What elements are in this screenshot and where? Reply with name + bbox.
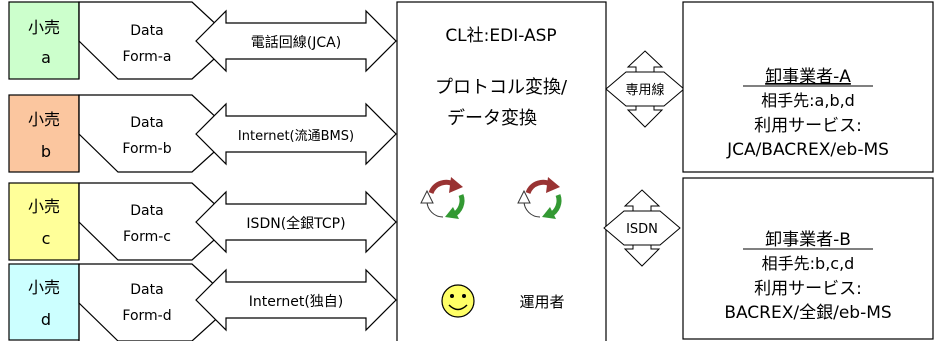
leased-line-label: 専用線 xyxy=(625,82,664,98)
wholesaler-box-b xyxy=(682,177,934,340)
retailer-id-c: c xyxy=(42,229,51,248)
retailer-box-b xyxy=(8,94,80,173)
leased-line-link: 専用線 xyxy=(605,50,685,128)
retailer-box-d xyxy=(8,263,80,341)
retailer-label-c: 小売 xyxy=(28,197,60,216)
retailer-id-a: a xyxy=(41,48,51,67)
operator-label: 運用者 xyxy=(519,293,564,311)
data-conversion-label: データ変換 xyxy=(447,108,537,129)
wholesaler-services-b: BACREX/全銀/eb-MS xyxy=(724,303,891,323)
wholesaler-name-a: 卸事業者-A xyxy=(765,67,851,87)
wholesaler-services-a: JCA/BACREX/eb-MS xyxy=(726,140,889,160)
conversion-cycle-icon xyxy=(420,177,465,220)
link-label-c: ISDN(全銀TCP) xyxy=(246,215,345,232)
data-form-line1-a: Data xyxy=(130,23,163,39)
edi-asp-title: CL社:EDI-ASP xyxy=(445,26,556,46)
retailer-box-c xyxy=(8,182,80,261)
wholesaler-box-a xyxy=(682,1,934,173)
data-form-line2-c: Form-c xyxy=(123,229,171,245)
isdn-link: ISDN xyxy=(603,189,681,267)
retailer-id-b: b xyxy=(41,142,51,161)
retailer-row-c: 小売 c Data Form-c ISDN(全銀TCP) xyxy=(8,182,397,261)
link-label-d: Internet(独自) xyxy=(249,294,344,310)
isdn-label: ISDN xyxy=(626,222,658,237)
retailer-id-d: d xyxy=(41,310,51,329)
retailer-label-d: 小売 xyxy=(28,278,60,297)
protocol-conversion-label: プロトコル変換/ xyxy=(435,77,568,98)
wholesaler-service-label-a: 利用サービス: xyxy=(754,116,862,136)
data-form-line1-d: Data xyxy=(130,282,163,298)
data-form-line1-c: Data xyxy=(130,203,163,219)
retailer-row-b: 小売 b Data Form-b Internet(流通BMS) xyxy=(8,94,397,173)
data-form-line2-a: Form-a xyxy=(123,49,172,65)
retailer-box-a xyxy=(8,1,80,80)
data-form-line1-b: Data xyxy=(130,115,163,131)
retailer-row-a: 小売 a Data Form-a 電話回線(JCA) xyxy=(8,1,397,80)
wholesaler-partners-a: 相手先:a,b,d xyxy=(761,91,855,110)
retailer-label-a: 小売 xyxy=(28,18,60,37)
data-form-line2-b: Form-b xyxy=(122,141,171,157)
retailer-row-d: 小売 d Data Form-d Internet(独自) xyxy=(8,263,397,341)
edi-asp-center: CL社:EDI-ASP プロトコル変換/ データ変換 xyxy=(396,1,607,341)
link-arrow-a xyxy=(195,9,397,73)
wholesaler-a: 卸事業者-A 相手先:a,b,d 利用サービス: JCA/BACREX/eb-M… xyxy=(682,1,934,173)
link-arrow-b xyxy=(195,102,397,166)
link-label-a: 電話回線(JCA) xyxy=(251,34,341,51)
link-arrow-d xyxy=(195,268,397,332)
wholesaler-partners-b: 相手先:b,c,d xyxy=(762,254,855,273)
link-label-b: Internet(流通BMS) xyxy=(238,129,354,144)
link-arrow-c xyxy=(195,190,397,254)
data-form-line2-d: Form-d xyxy=(122,308,171,324)
edi-asp-box xyxy=(396,1,607,341)
wholesaler-name-b: 卸事業者-B xyxy=(765,230,851,250)
wholesaler-b: 卸事業者-B 相手先:b,c,d 利用サービス: BACREX/全銀/eb-MS xyxy=(682,177,934,340)
smiley-icon xyxy=(441,284,475,318)
conversion-cycle-icon xyxy=(517,177,562,220)
retailer-label-b: 小売 xyxy=(28,110,60,129)
wholesaler-service-label-b: 利用サービス: xyxy=(754,279,862,299)
